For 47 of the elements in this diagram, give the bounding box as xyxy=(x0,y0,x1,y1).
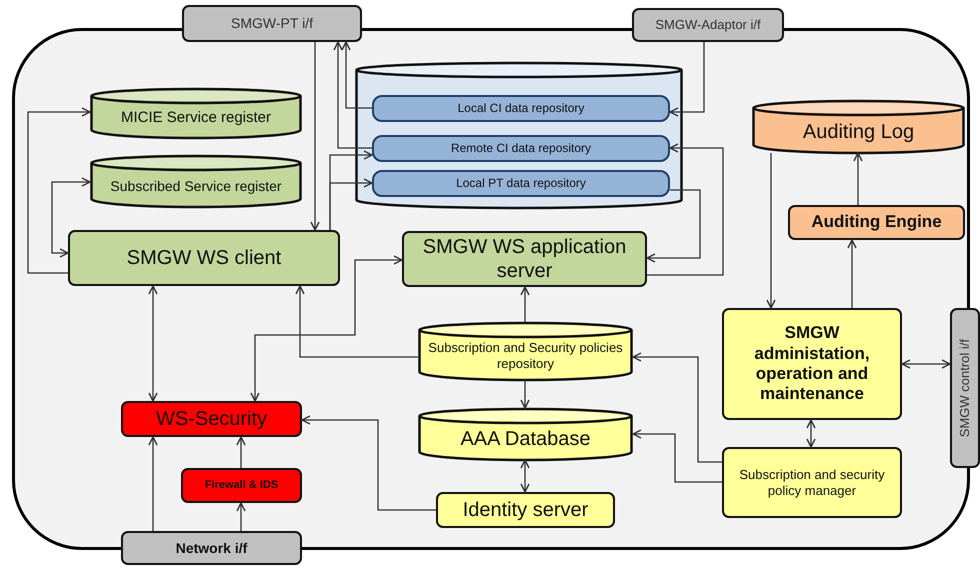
arrow xyxy=(27,107,91,274)
arrow xyxy=(236,436,246,468)
process-box: Auditing Engine xyxy=(788,205,965,240)
arrow xyxy=(333,41,372,149)
interface-box: SMGW-Adaptor i/f xyxy=(632,8,784,42)
arrow xyxy=(647,143,724,276)
process-box: SMGW WS client xyxy=(68,230,340,286)
arrow xyxy=(341,41,372,109)
arrow xyxy=(901,359,951,369)
database-cylinder: Subscribed Service register xyxy=(90,155,302,207)
database-cylinder: AAA Database xyxy=(418,408,633,460)
repository-band: Local PT data repository xyxy=(372,170,670,197)
database-cylinder: Subscription and Security policies repository xyxy=(418,322,633,380)
process-box: SMGW administation, operation and maintenance xyxy=(722,308,902,420)
repository-band: Remote CI data repository xyxy=(372,135,670,162)
database-cylinder xyxy=(355,62,683,208)
arrow xyxy=(250,255,403,402)
process-box: Firewall & IDS xyxy=(181,468,302,503)
arrow xyxy=(632,352,722,463)
interface-box: SMGW-PT i/f xyxy=(182,5,362,42)
arrow xyxy=(520,459,530,493)
process-box: WS-Security xyxy=(121,401,302,437)
database-cylinder: MICIE Service register xyxy=(90,88,302,138)
process-box: Subscription and security policy manager xyxy=(722,447,902,518)
arrow xyxy=(520,380,530,409)
interface-box: Network i/f xyxy=(121,531,302,565)
arrow xyxy=(295,285,418,358)
arrow xyxy=(520,286,530,322)
arrow xyxy=(51,177,91,258)
arrow xyxy=(806,419,816,448)
arrow xyxy=(329,178,373,230)
arrow xyxy=(236,502,246,531)
arrow xyxy=(310,42,320,231)
arrow xyxy=(847,239,857,308)
database-cylinder: Auditing Log xyxy=(752,100,965,153)
repository-band: Local CI data repository xyxy=(372,95,670,122)
arrow xyxy=(766,153,776,309)
arrow xyxy=(646,189,701,263)
arrow xyxy=(632,429,722,483)
process-box: Identity server xyxy=(436,492,615,528)
process-box: SMGW WS application server xyxy=(402,231,647,287)
arrow xyxy=(669,42,705,117)
arrow xyxy=(148,436,158,531)
arrow xyxy=(301,415,436,511)
arrow xyxy=(148,285,158,402)
interface-box: SMGW control i/f xyxy=(950,308,980,468)
arrow xyxy=(853,152,863,205)
